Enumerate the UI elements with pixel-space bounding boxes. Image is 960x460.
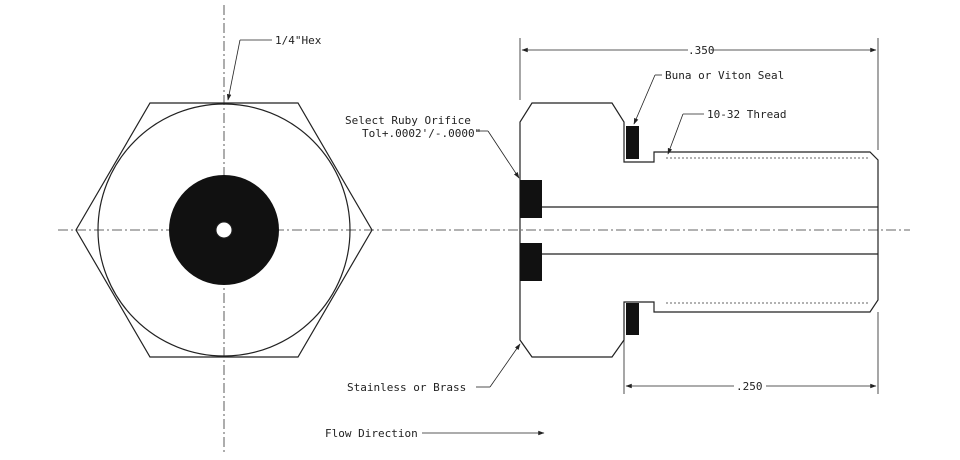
overall-length-value: .350 [688,44,715,57]
orifice-label-line1: Select Ruby Orifice [345,114,471,127]
seal-callout: Buna or Viton Seal [633,69,784,125]
seal-bottom [626,303,639,335]
hex-label: 1/4"Hex [275,34,322,47]
thread-length-value: .250 [736,380,763,393]
flow-label: Flow Direction [325,427,418,440]
body-material-callout: Stainless or Brass [347,343,521,394]
orifice-block-bottom [520,243,542,281]
orifice-hole [215,221,233,239]
flow-direction: Flow Direction [325,427,545,440]
hex-outline [75,102,373,358]
body-outline [519,102,879,358]
end-view [58,5,910,455]
body-material-label: Stainless or Brass [347,381,466,394]
thread-length-dimension: .250 [623,312,879,394]
hex-callout: 1/4"Hex [226,34,322,101]
hex-inscribed-circle [97,103,351,357]
seal-top [626,126,639,159]
side-view [519,102,879,358]
thread-callout: 10-32 Thread [667,108,786,155]
orifice-callout: Select Ruby Orifice Tol+.0002'/-.0000" [345,114,520,179]
orifice-label-line2: Tol+.0002'/-.0000" [362,127,481,140]
thread-label: 10-32 Thread [707,108,786,121]
orifice-block-top [520,180,542,218]
seal-label: Buna or Viton Seal [665,69,784,82]
overall-length-dimension: .350 [519,38,879,150]
